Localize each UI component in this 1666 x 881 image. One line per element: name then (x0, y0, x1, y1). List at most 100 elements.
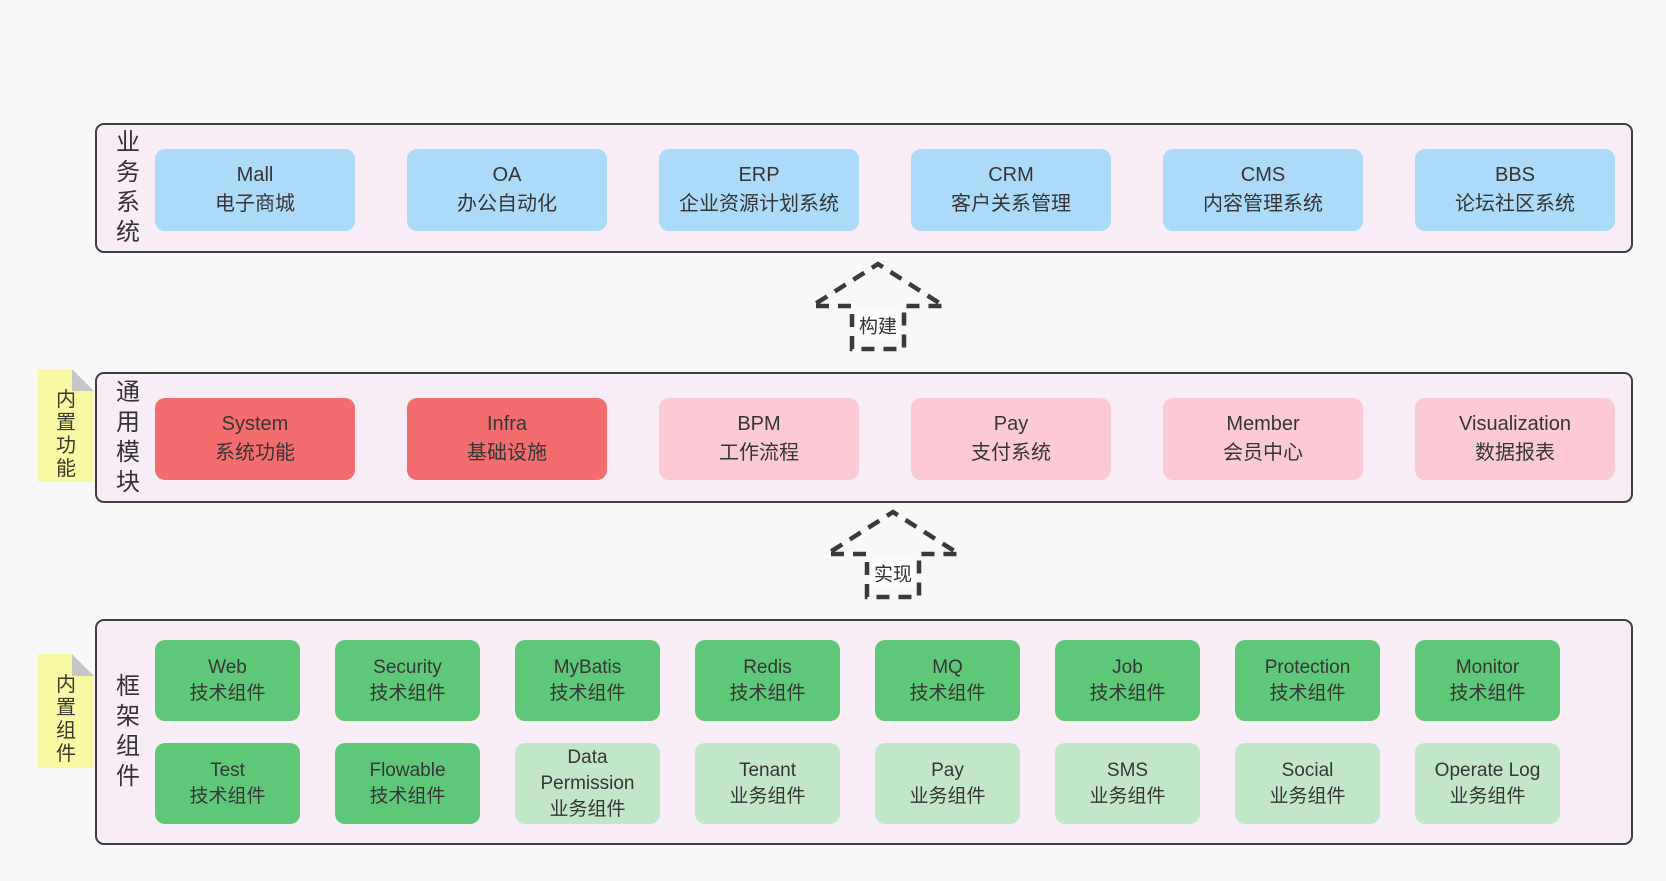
box-security: Security 技术组件 (335, 640, 480, 721)
box-zh-label: 技术组件 (1449, 682, 1526, 704)
box-en-label: BBS (1494, 164, 1536, 186)
box-en-label: Operate Log (1434, 759, 1541, 781)
box-web: Web 技术组件 (155, 640, 300, 721)
box-mybatis: MyBatis 技术组件 (515, 640, 660, 721)
box-zh-label: 业务组件 (729, 785, 806, 807)
up-arrow-dashed-icon (808, 261, 948, 352)
box-data-permission: Data Permission 业务组件 (515, 743, 660, 824)
box-infra: Infra 基础设施 (407, 398, 607, 480)
business-systems-row: Mall 电子商城 OA 办公自动化 ERP 企业资源计划系统 CRM 客户关系… (155, 149, 1615, 231)
box-en-label: Pay (993, 413, 1029, 435)
box-en-label: Tenant (738, 759, 797, 781)
implement-arrow-label: 实现 (870, 558, 916, 588)
box-mq: MQ 技术组件 (875, 640, 1020, 721)
box-erp: ERP 企业资源计划系统 (659, 149, 859, 231)
box-en-label: Flowable (369, 759, 446, 781)
implement-arrow: 实现 (823, 508, 963, 600)
box-zh-label: 办公自动化 (457, 193, 557, 215)
box-zh-label: 内容管理系统 (1203, 193, 1323, 215)
box-zh-label: 业务组件 (1269, 785, 1346, 807)
box-en-label: OA (492, 164, 522, 186)
box-bpm: BPM 工作流程 (659, 398, 859, 480)
box-pay-component: Pay 业务组件 (875, 743, 1020, 824)
common-modules-row: System 系统功能 Infra 基础设施 BPM 工作流程 Pay 支付系统… (155, 398, 1615, 480)
box-operate-log: Operate Log 业务组件 (1415, 743, 1560, 824)
box-tenant: Tenant 业务组件 (695, 743, 840, 824)
box-zh-label: 工作流程 (719, 442, 799, 464)
box-en-label: Infra (486, 413, 528, 435)
box-en-label: Social (1281, 759, 1334, 781)
box-oa: OA 办公自动化 (407, 149, 607, 231)
box-member: Member 会员中心 (1163, 398, 1363, 480)
framework-components-row-2: Test 技术组件 Flowable 技术组件 Data Permission … (155, 743, 1560, 824)
box-zh-label: 技术组件 (729, 682, 806, 704)
box-zh-label: 基础设施 (467, 442, 547, 464)
box-zh-label: 业务组件 (1449, 785, 1526, 807)
sticky-note-text: 内置组件 (56, 674, 76, 765)
box-en-label: Mall (236, 164, 274, 186)
box-test: Test 技术组件 (155, 743, 300, 824)
box-en-label: SMS (1106, 759, 1149, 781)
box-zh-label: 业务组件 (1089, 785, 1166, 807)
box-zh-label: 客户关系管理 (951, 193, 1071, 215)
box-cms: CMS 内容管理系统 (1163, 149, 1363, 231)
box-en-label: Security (373, 656, 442, 678)
box-en-label: Pay (931, 759, 964, 781)
box-en-label: Visualization (1459, 413, 1571, 435)
box-system: System 系统功能 (155, 398, 355, 480)
box-zh-label: 技术组件 (369, 682, 446, 704)
box-social: Social 业务组件 (1235, 743, 1380, 824)
box-en-label: MyBatis (553, 656, 622, 678)
box-zh-label: 技术组件 (369, 785, 446, 807)
box-en-label: Protection (1264, 656, 1351, 678)
box-zh-label: 业务组件 (549, 798, 626, 820)
box-en-label: System (221, 413, 289, 435)
box-en-label: Redis (743, 656, 792, 678)
sticky-note-built-in-features: 内置功能 (38, 369, 94, 482)
box-zh-label: 系统功能 (215, 442, 295, 464)
box-zh-label: 技术组件 (1089, 682, 1166, 704)
box-protection: Protection 技术组件 (1235, 640, 1380, 721)
framework-components-row-1: Web 技术组件 Security 技术组件 MyBatis 技术组件 Redi… (155, 640, 1560, 721)
box-en-label: MQ (932, 656, 963, 678)
panel-label-business-systems: 业务系统 (116, 129, 140, 246)
box-en-label: Job (1112, 656, 1143, 678)
box-zh-label: 电子商城 (215, 193, 295, 215)
common-modules-panel: 通用模块 System 系统功能 Infra 基础设施 BPM 工作流程 Pay… (95, 372, 1633, 503)
box-en-label: Data Permission (540, 746, 635, 794)
box-en-label: ERP (738, 164, 780, 186)
box-crm: CRM 客户关系管理 (911, 149, 1111, 231)
sticky-note-built-in-components: 内置组件 (38, 654, 94, 768)
box-zh-label: 技术组件 (909, 682, 986, 704)
note-fold-corner-icon (72, 654, 94, 676)
box-en-label: Web (208, 656, 247, 678)
box-en-label: CRM (988, 164, 1034, 186)
build-arrow-label: 构建 (855, 310, 901, 340)
box-zh-label: 技术组件 (1269, 682, 1346, 704)
box-en-label: CMS (1240, 164, 1286, 186)
business-systems-panel: 业务系统 Mall 电子商城 OA 办公自动化 ERP 企业资源计划系统 CRM… (95, 123, 1633, 253)
box-redis: Redis 技术组件 (695, 640, 840, 721)
box-sms: SMS 业务组件 (1055, 743, 1200, 824)
box-zh-label: 企业资源计划系统 (679, 193, 839, 215)
box-en-label: BPM (737, 413, 781, 435)
box-zh-label: 论坛社区系统 (1455, 193, 1575, 215)
box-zh-label: 业务组件 (909, 785, 986, 807)
box-en-label: Monitor (1455, 656, 1520, 678)
note-fold-corner-icon (72, 369, 94, 391)
box-visualization: Visualization 数据报表 (1415, 398, 1615, 480)
box-zh-label: 技术组件 (549, 682, 626, 704)
box-en-label: Member (1226, 413, 1300, 435)
box-monitor: Monitor 技术组件 (1415, 640, 1560, 721)
box-pay-system: Pay 支付系统 (911, 398, 1111, 480)
panel-label-framework-components: 框架组件 (116, 673, 140, 790)
box-flowable: Flowable 技术组件 (335, 743, 480, 824)
panel-label-common-modules: 通用模块 (116, 378, 140, 496)
box-zh-label: 支付系统 (971, 442, 1051, 464)
box-zh-label: 技术组件 (189, 785, 266, 807)
box-zh-label: 会员中心 (1223, 442, 1303, 464)
sticky-note-text: 内置功能 (56, 389, 76, 480)
box-zh-label: 数据报表 (1475, 442, 1555, 464)
box-mall: Mall 电子商城 (155, 149, 355, 231)
box-zh-label: 技术组件 (189, 682, 266, 704)
